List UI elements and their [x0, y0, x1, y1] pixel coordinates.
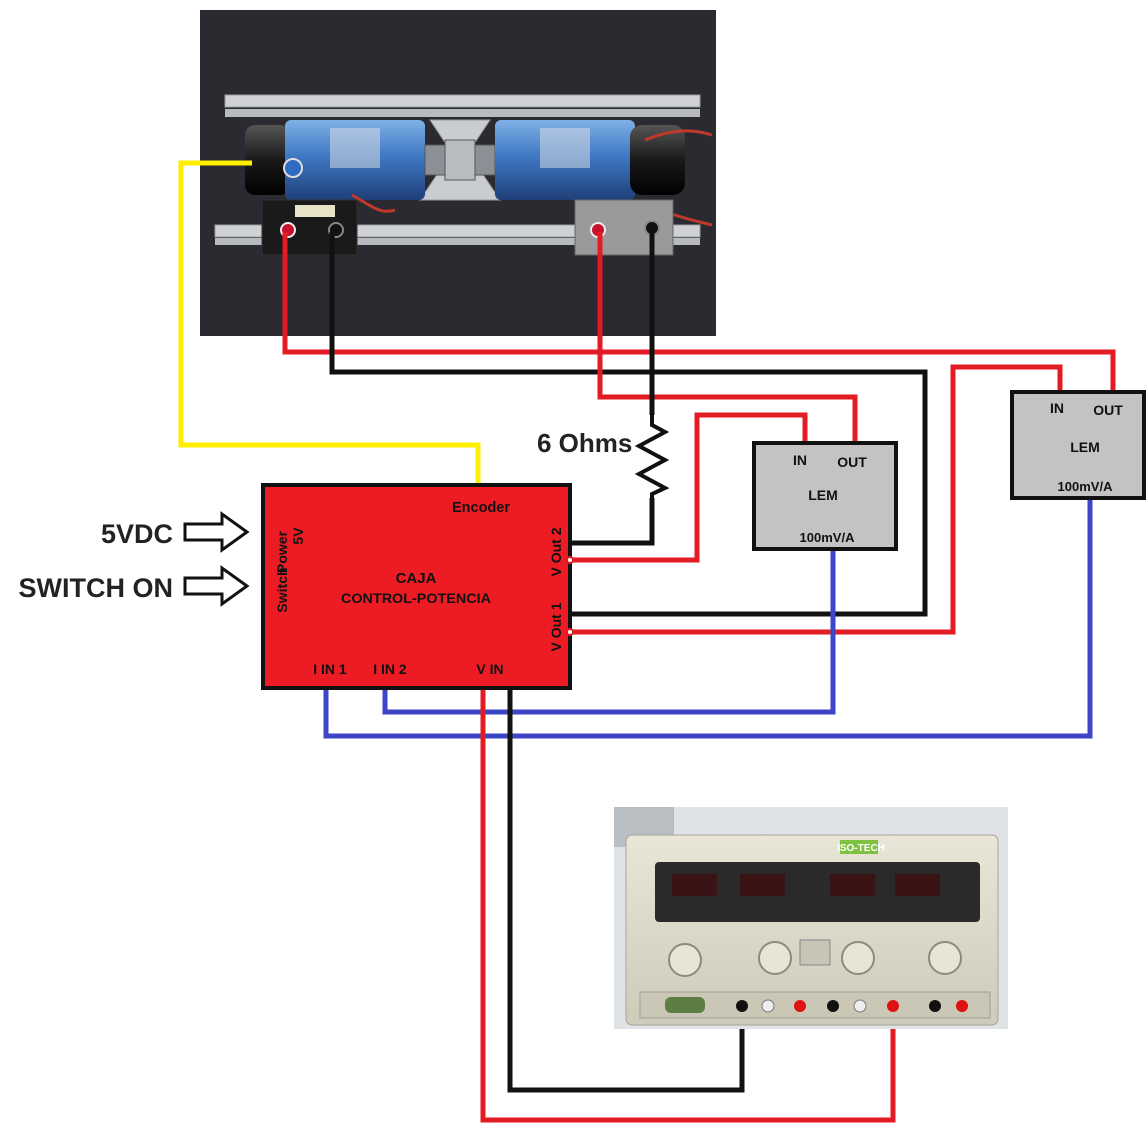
encoder-port-label: Encoder [452, 499, 510, 516]
motor-bench-photo [200, 10, 716, 336]
power-input-label: 5VDC [101, 519, 173, 549]
control-box: Encoder CAJA CONTROL-POTENCIA Power 5V S… [263, 485, 573, 688]
switch-input-label: SWITCH ON [19, 573, 174, 603]
psu-knob [669, 944, 701, 976]
psu-knob [929, 942, 961, 974]
switch-input-arrow [185, 568, 247, 604]
vout1-port-label: V Out 1 [548, 602, 564, 651]
lem1-in-label: IN [793, 452, 807, 468]
iin1-port-label: I IN 1 [313, 661, 347, 677]
lem-sensor-1: IN OUT LEM 100mV/A [754, 443, 896, 549]
lem-sensor-2: IN OUT LEM 100mV/A [1012, 392, 1144, 498]
power-input-arrow [185, 514, 247, 550]
lem1-rating: 100mV/A [800, 530, 856, 545]
power-port-label: Power [274, 530, 290, 573]
lem2-rating: 100mV/A [1058, 479, 1114, 494]
psu-knob [842, 942, 874, 974]
left-motor-endcap [245, 125, 290, 195]
lem2-in-label: IN [1050, 400, 1064, 416]
vout2-port-label: V Out 2 [548, 527, 564, 576]
lem1-out-label: OUT [837, 454, 867, 470]
psu-brand: ISO-TECH [837, 843, 885, 854]
voltage-5v-label: 5V [290, 527, 306, 545]
resistor-label: 6 Ohms [537, 428, 632, 458]
switch-input: SWITCH ON [19, 568, 248, 604]
psu-knob [759, 942, 791, 974]
switch-port-label: Switch [274, 567, 290, 612]
psu-power-switch [665, 997, 705, 1013]
iin2-port-label: I IN 2 [373, 661, 407, 677]
lem1-name: LEM [808, 487, 838, 503]
lem2-out-label: OUT [1093, 402, 1123, 418]
box-title-line2: CONTROL-POTENCIA [341, 590, 491, 606]
power-input: 5VDC [101, 514, 247, 550]
vin-port-label: V IN [476, 661, 503, 677]
lem2-name: LEM [1070, 439, 1100, 455]
power-supply-photo: ISO-TECH [614, 807, 1008, 1029]
resistor-to-vout2-wire [570, 498, 652, 543]
box-title-line1: CAJA [396, 570, 437, 587]
